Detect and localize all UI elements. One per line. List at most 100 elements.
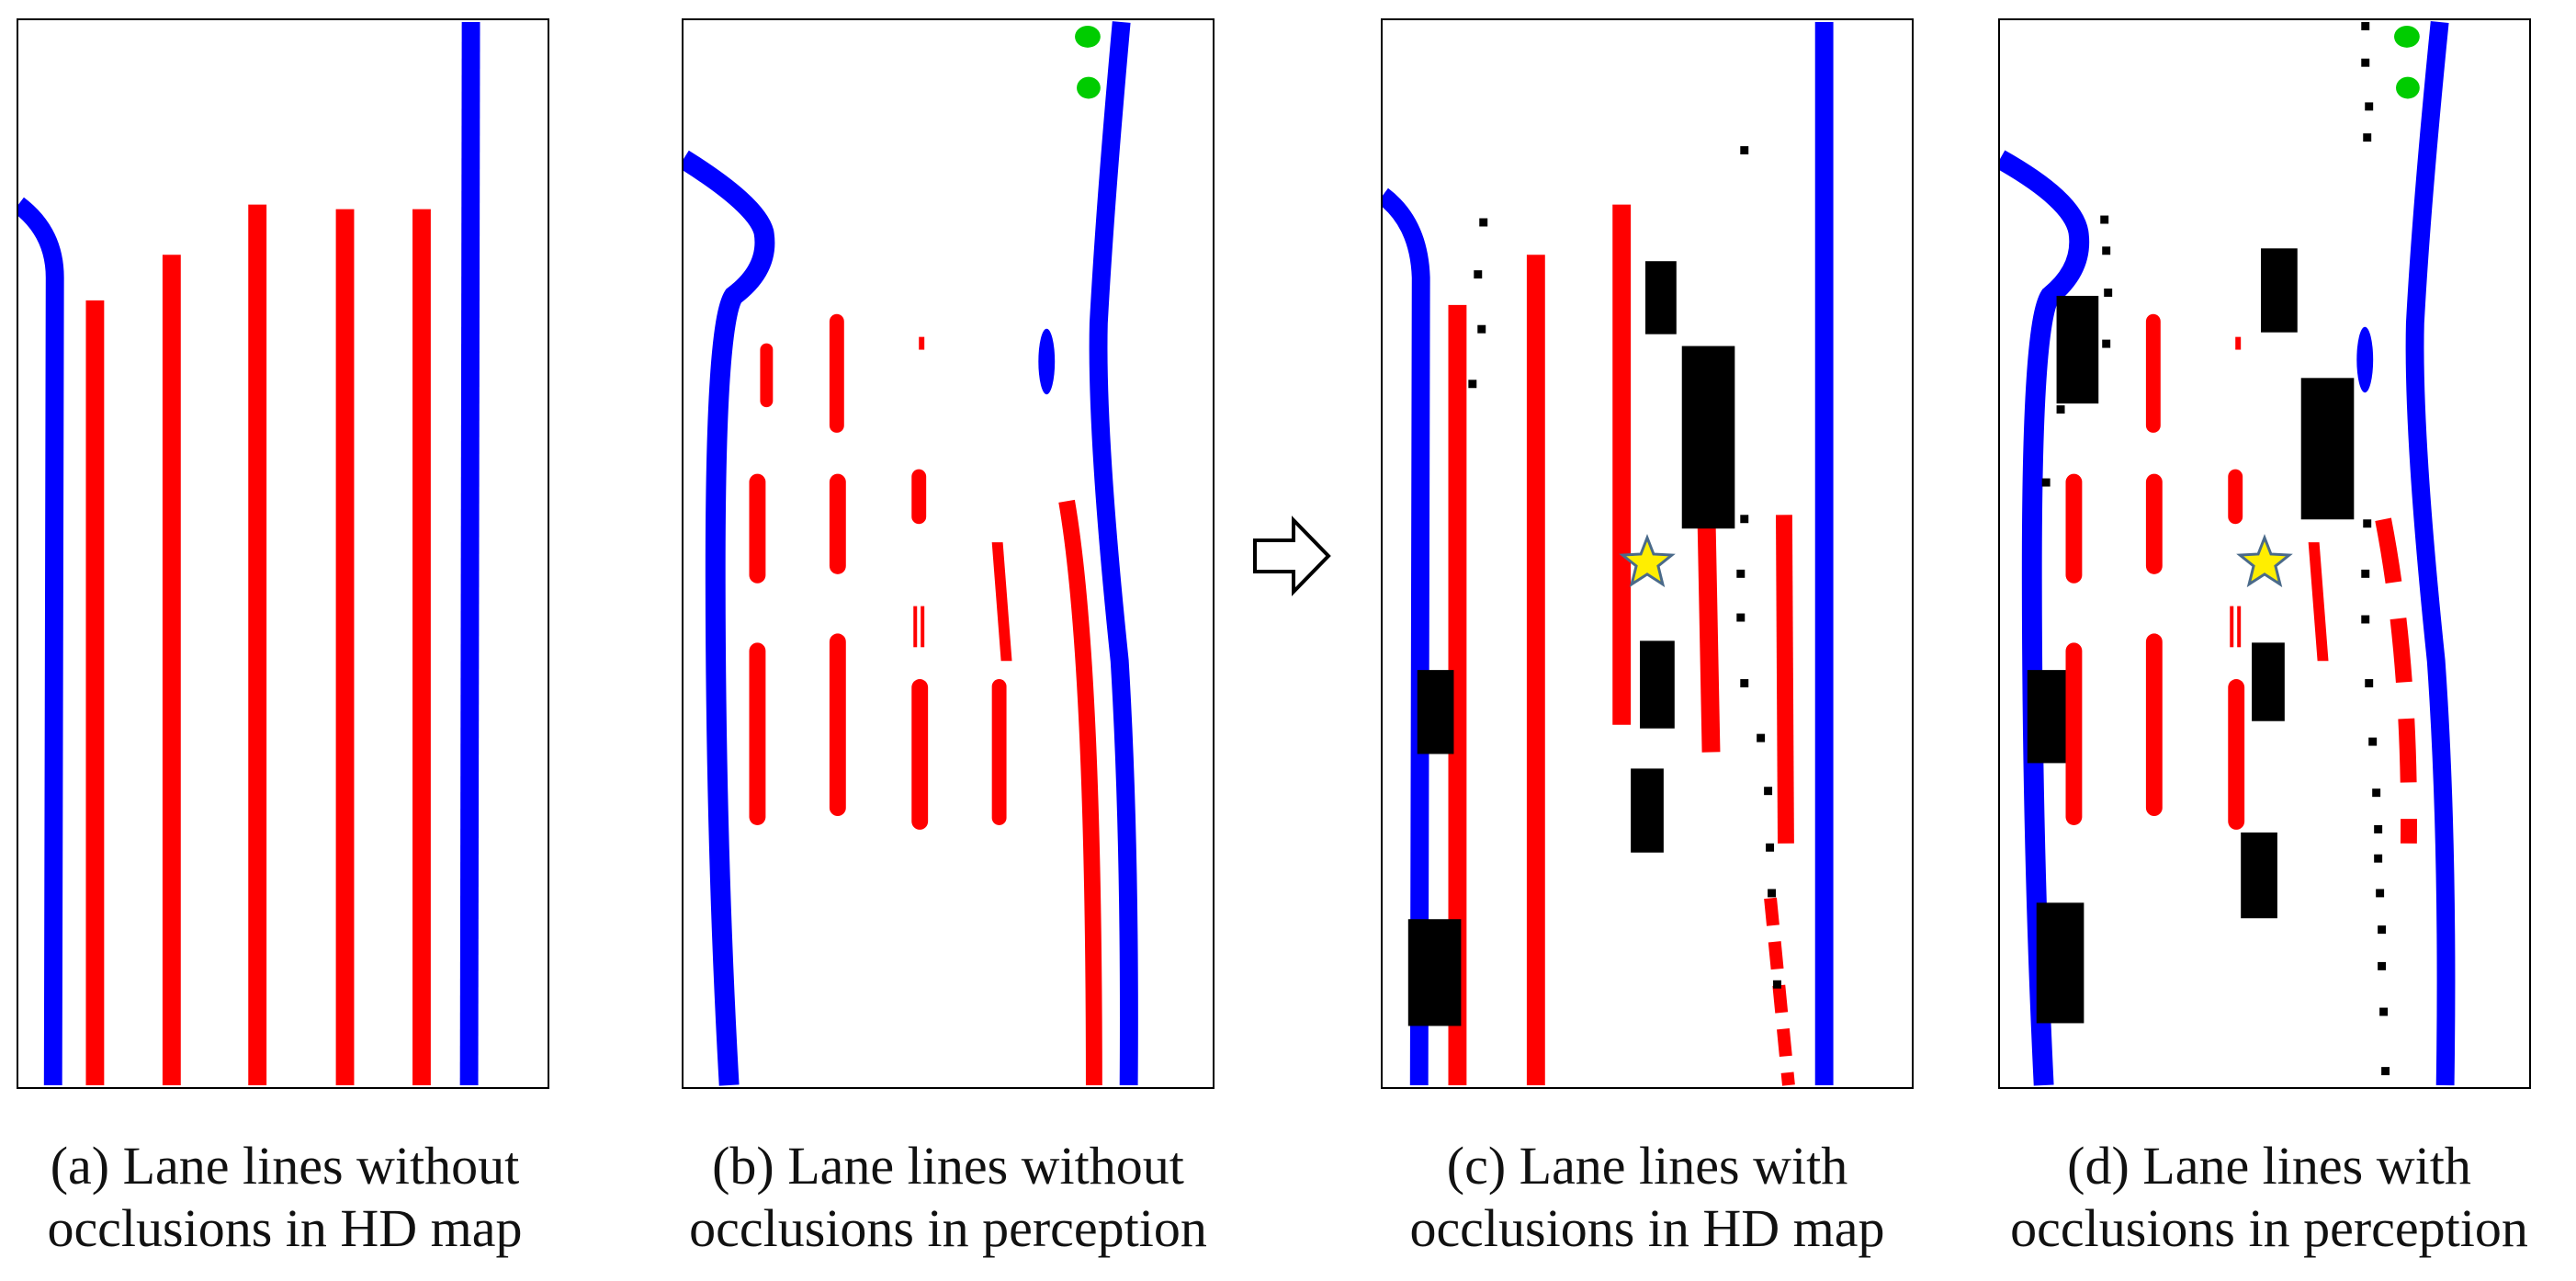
occlusion-dot <box>1736 569 1746 578</box>
lane-segment <box>2228 679 2245 830</box>
lane-segment <box>749 473 766 584</box>
road-boundary-left <box>684 150 775 1086</box>
lane-segment <box>913 606 918 648</box>
road-boundary-right <box>459 22 480 1085</box>
occlusion-dot <box>1740 515 1749 524</box>
occlusion-dot <box>1477 324 1486 334</box>
occlusion-dot <box>2363 133 2372 142</box>
occlusion-dot <box>1764 787 1773 796</box>
lane-segment <box>911 469 927 525</box>
occlusion-dot <box>1736 613 1746 622</box>
lane-line-curved <box>1058 499 1102 1085</box>
occlusion-block <box>2056 295 2099 404</box>
lane-segment <box>991 542 1012 662</box>
occlusion-block <box>2261 248 2298 333</box>
ego-star-icon <box>2236 534 2293 588</box>
occlusion-dot <box>2041 478 2051 487</box>
occlusion-dot <box>2361 615 2370 624</box>
panel-d-map <box>2000 21 2456 1086</box>
occlusion-block <box>1631 768 1664 853</box>
lane-segment <box>991 679 1007 825</box>
right-arrow-icon <box>1253 516 1331 596</box>
occlusion-dot <box>2374 854 2383 863</box>
panel-c-map <box>1383 22 1834 1086</box>
occlusion-dot <box>2361 22 2370 30</box>
lane-line <box>1776 515 1794 844</box>
lane-segment <box>2228 469 2243 525</box>
panel-a-map <box>18 22 480 1086</box>
occlusion-dot <box>1474 270 1483 279</box>
panel-d-perception-occlusion <box>1998 18 2531 1089</box>
green-marking <box>1075 25 1101 48</box>
lane-segment <box>749 642 766 825</box>
caption-b-line1: (b) Lane lines without <box>712 1136 1184 1196</box>
occlusion-dot <box>2376 889 2385 898</box>
green-marking <box>2394 25 2420 48</box>
caption-c: (c) Lane lines with occlusions in HD map <box>1353 1135 1941 1260</box>
lane-segment <box>2065 642 2083 825</box>
occlusion-dot <box>2102 339 2111 348</box>
occlusion-dot <box>2056 405 2065 414</box>
lane-segment <box>2145 473 2163 574</box>
road-boundary-right <box>1089 21 1138 1086</box>
occlusion-block <box>2241 832 2277 919</box>
caption-c-line1: (c) Lane lines with <box>1446 1136 1848 1196</box>
occlusion-dot <box>2363 519 2372 528</box>
occlusion-dot <box>1468 380 1477 389</box>
occlusion-block <box>1681 346 1735 529</box>
road-boundary-left <box>18 197 64 1086</box>
occlusion-dot <box>2381 1067 2390 1076</box>
lane-segment <box>911 679 929 830</box>
lane-segment <box>921 606 925 648</box>
panel-c-hd-map-occlusion <box>1381 18 1914 1089</box>
occlusion-block <box>1645 261 1677 334</box>
caption-d: (d) Lane lines with occlusions in percep… <box>1975 1135 2563 1260</box>
panel-b-perception-no-occlusion <box>682 18 1215 1089</box>
lane-line-curved <box>2375 517 2417 844</box>
occlusion-dot <box>1479 218 1488 227</box>
occlusion-dot <box>2368 737 2378 746</box>
road-marking-blob <box>1038 328 1056 395</box>
lane-segment <box>2145 313 2161 433</box>
occlusion-dot <box>2379 1007 2389 1016</box>
occlusion-dot <box>2378 961 2387 970</box>
lane-segment <box>760 343 774 408</box>
occlusion-block <box>2036 902 2085 1024</box>
occlusion-dot <box>2378 925 2387 935</box>
lane-line <box>1697 519 1721 753</box>
occlusion-dot <box>2365 102 2374 111</box>
caption-a: (a) Lane lines without occlusions in HD … <box>0 1135 579 1260</box>
road-boundary-left <box>2000 150 2090 1086</box>
lane-segment <box>829 473 846 574</box>
occlusion-dot <box>2102 246 2111 255</box>
caption-d-line1: (d) Lane lines with <box>2067 1136 2471 1196</box>
caption-d-line2: occlusions in perception <box>2010 1198 2528 1258</box>
occlusion-dot <box>1757 733 1766 743</box>
lane-segment <box>2237 606 2242 648</box>
occlusion-dot <box>2104 289 2113 297</box>
occlusion-dot <box>2365 679 2374 687</box>
green-marking <box>1077 76 1101 99</box>
caption-b-line2: occlusions in perception <box>689 1198 1207 1258</box>
caption-a-line1: (a) Lane lines without <box>50 1136 520 1196</box>
occlusion-dot <box>2372 788 2381 798</box>
panel-b-map <box>684 21 1138 1086</box>
occlusion-block <box>2300 378 2355 520</box>
lane-segment <box>2065 473 2083 584</box>
occlusion-dot <box>1768 889 1777 898</box>
road-marking-blob <box>2356 326 2374 393</box>
caption-a-line2: occlusions in HD map <box>47 1198 523 1258</box>
road-boundary-left <box>1383 187 1430 1086</box>
occlusion-dot <box>2361 58 2370 67</box>
panel-a-hd-map-no-occlusion <box>17 18 549 1089</box>
occlusion-dot <box>1740 679 1749 687</box>
occlusion-dot <box>1773 980 1781 989</box>
occlusion-block <box>1640 640 1675 729</box>
occlusion-dot <box>2374 824 2383 833</box>
caption-c-line2: occlusions in HD map <box>1409 1198 1885 1258</box>
occlusion-block <box>1407 919 1462 1026</box>
lane-line-dashed <box>1764 897 1795 1086</box>
occlusion-dot <box>1766 843 1775 852</box>
road-boundary-right <box>2405 21 2456 1086</box>
